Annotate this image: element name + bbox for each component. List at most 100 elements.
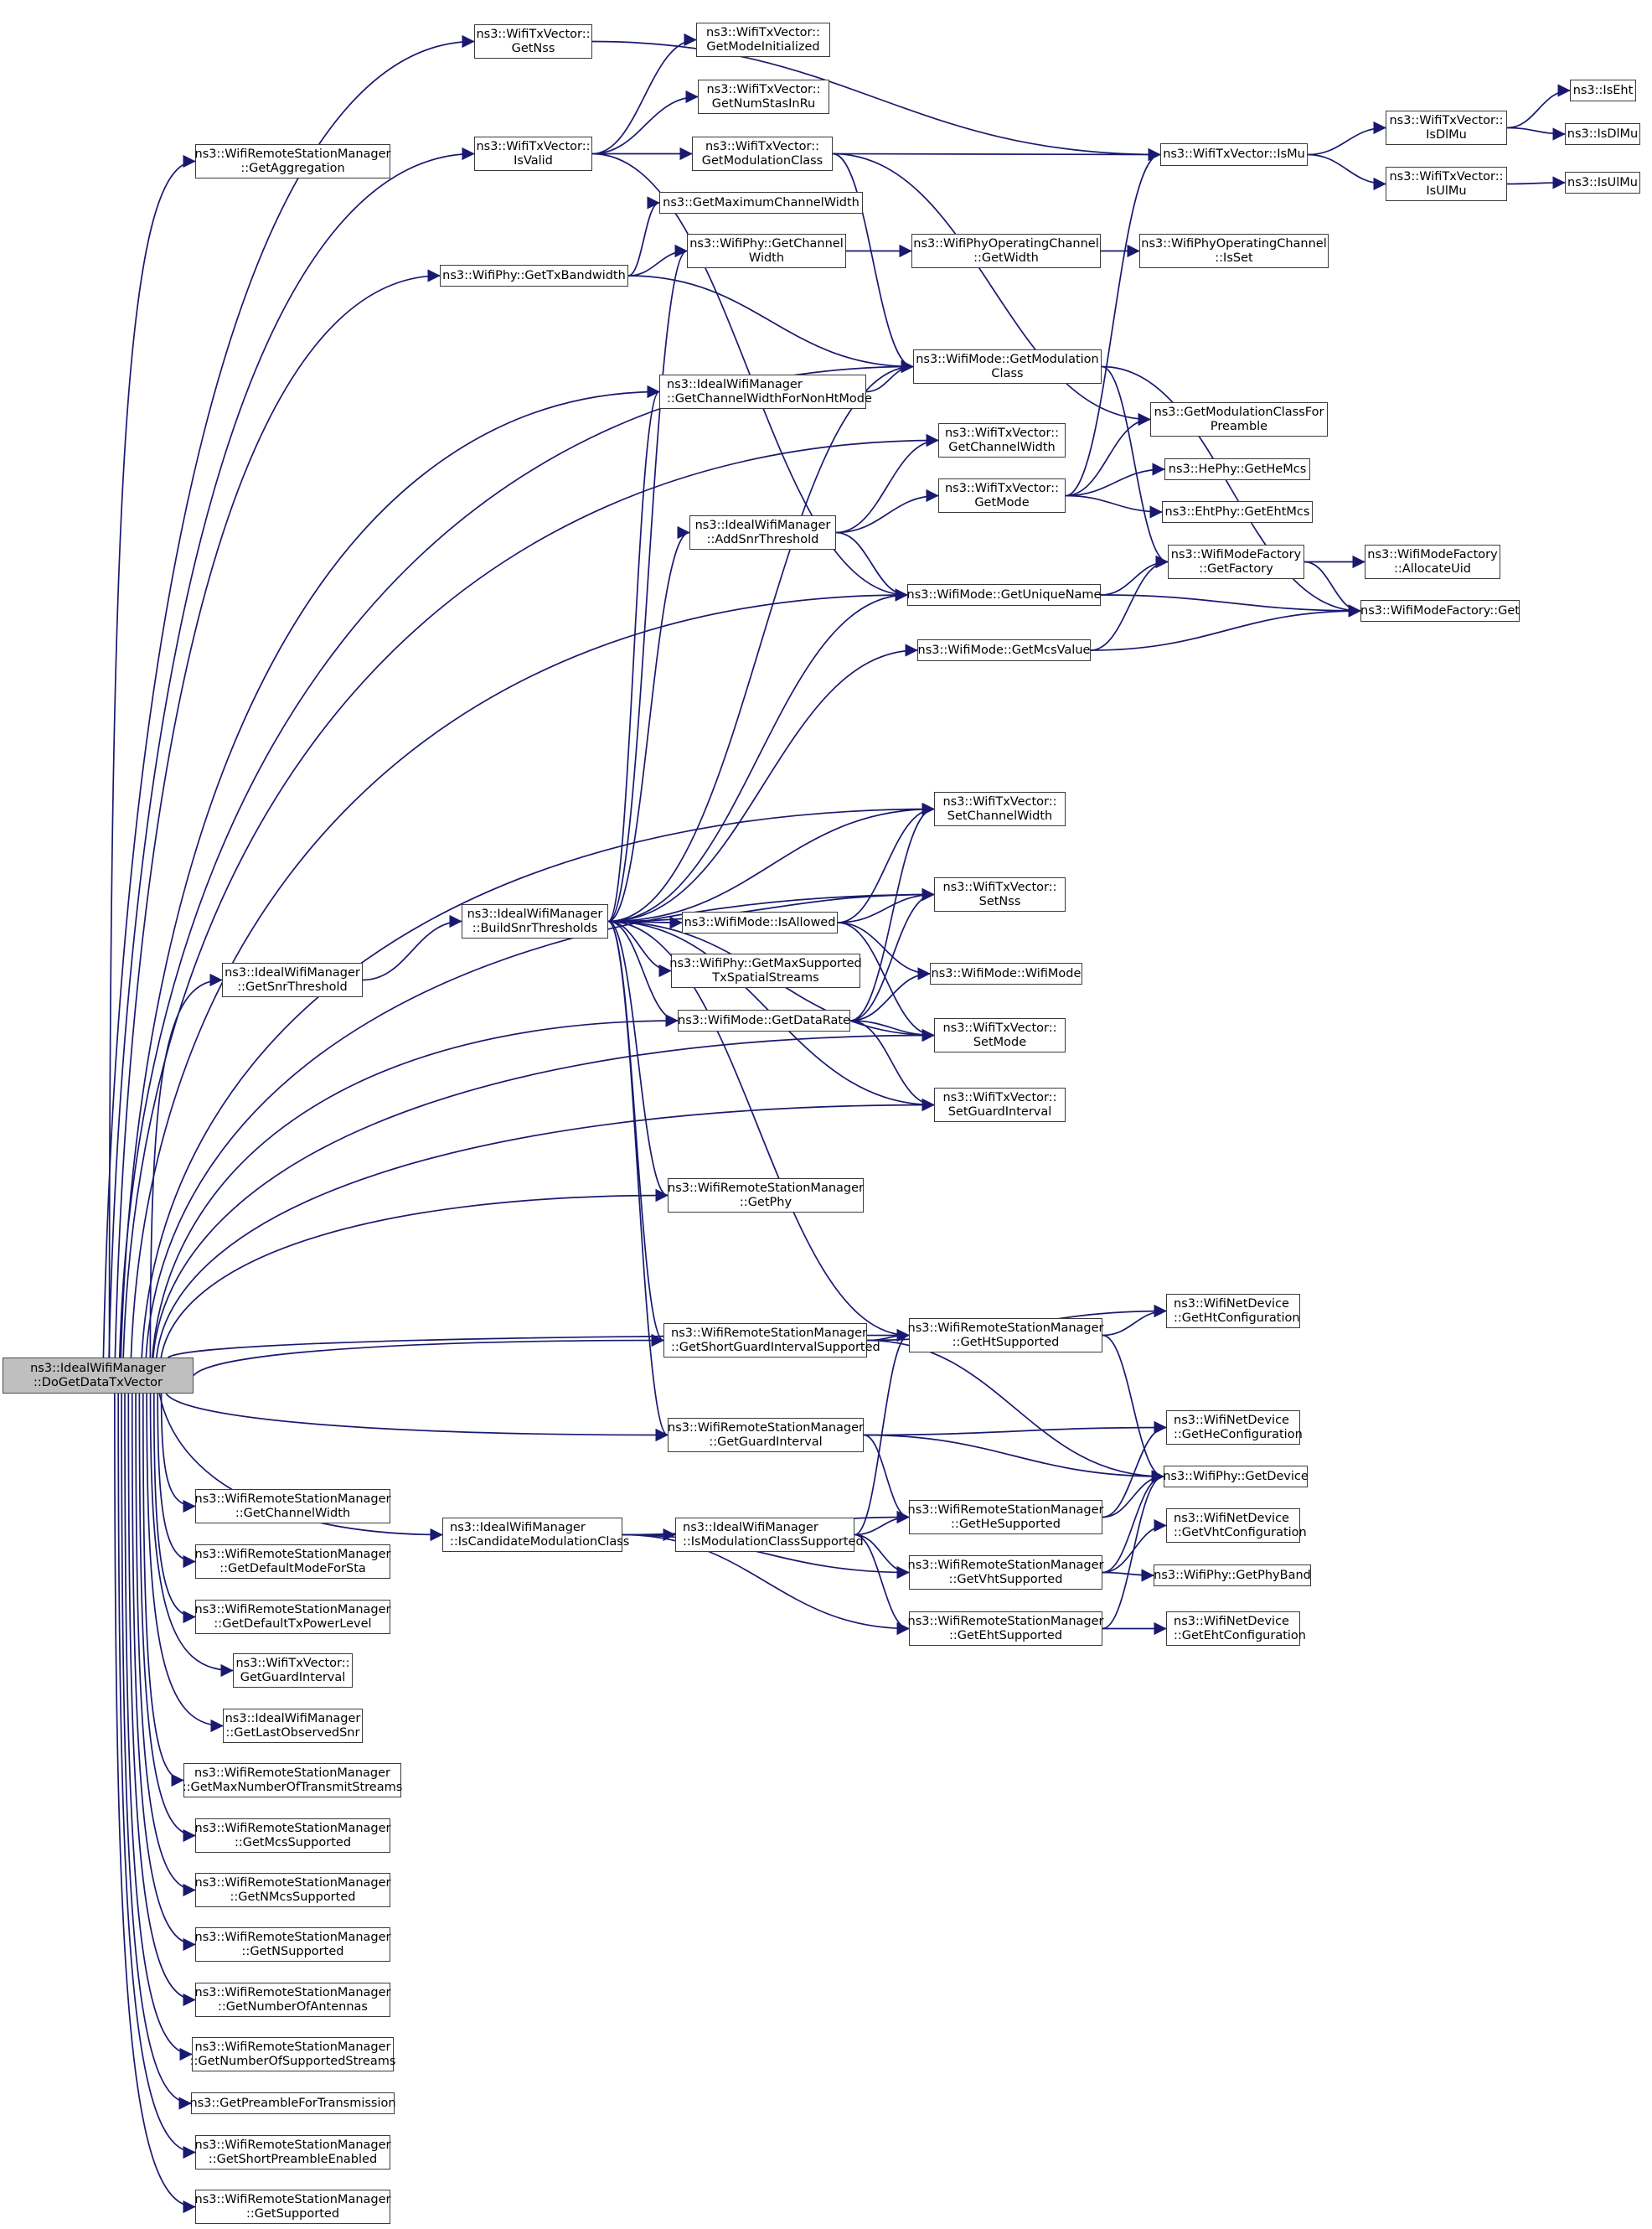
node-label-line: ns3::WifiTxVector:: xyxy=(1389,113,1504,127)
node-txv-getchannelwidth[interactable]: ns3::WifiTxVector::GetChannelWidth xyxy=(938,423,1066,458)
node-rsm-getnmcssupported[interactable]: ns3::WifiRemoteStationManager::GetNMcsSu… xyxy=(195,1873,391,1907)
node-txv-isdlmu[interactable]: ns3::WifiTxVector::IsDlMu xyxy=(1386,111,1507,145)
node-rsm-getguardinterval[interactable]: ns3::WifiRemoteStationManager::GetGuardI… xyxy=(668,1418,864,1452)
node-rsm-getsupported[interactable]: ns3::WifiRemoteStationManager::GetSuppor… xyxy=(195,2190,391,2224)
node-iwm-getlastobservedsnr[interactable]: ns3::IdealWifiManager::GetLastObservedSn… xyxy=(223,1709,363,1743)
node-rsm-getehtsupported[interactable]: ns3::WifiRemoteStationManager::GetEhtSup… xyxy=(908,1611,1104,1646)
node-wmf-get[interactable]: ns3::WifiModeFactory::Get xyxy=(1360,600,1520,622)
node-label-line: ::GetDefaultModeForSta xyxy=(219,1561,366,1575)
node-label-line: ::GetShortPreambleEnabled xyxy=(208,2152,378,2166)
node-nd-gethecconfiguration[interactable]: ns3::WifiNetDevice::GetHeConfiguration xyxy=(1166,1410,1303,1445)
node-wmf-getfactory[interactable]: ns3::WifiModeFactory::GetFactory xyxy=(1168,545,1304,579)
node-mode-getuniquename[interactable]: ns3::WifiMode::GetUniqueName xyxy=(907,584,1101,606)
node-mode-getmcsvalue[interactable]: ns3::WifiMode::GetMcsValue xyxy=(917,639,1091,661)
node-label-line: GetMode xyxy=(974,495,1030,509)
edge-rsm-getehtsupported-to-phy-getdevice xyxy=(1102,1470,1164,1630)
node-nd-getehtconfiguration[interactable]: ns3::WifiNetDevice::GetEhtConfiguration xyxy=(1166,1611,1306,1646)
node-rsm-getchannelwidth[interactable]: ns3::WifiRemoteStationManager::GetChanne… xyxy=(195,1489,391,1523)
node-rsm-gethesupported[interactable]: ns3::WifiRemoteStationManager::GetHeSupp… xyxy=(908,1500,1104,1534)
node-txv-getmodulationclass[interactable]: ns3::WifiTxVector::GetModulationClass xyxy=(692,137,833,171)
node-txv-setguardinterval[interactable]: ns3::WifiTxVector::SetGuardInterval xyxy=(934,1088,1066,1122)
node-isulmu[interactable]: ns3::IsUlMu xyxy=(1565,172,1640,194)
node-mode-getdatarate[interactable]: ns3::WifiMode::GetDataRate xyxy=(678,1010,850,1032)
node-getpreamblefortransmission[interactable]: ns3::GetPreambleForTransmission xyxy=(189,2092,396,2114)
node-rsm-getshortguardintervalsupported[interactable]: ns3::WifiRemoteStationManager::GetShortG… xyxy=(663,1323,880,1358)
node-label-line: GetNumStasInRu xyxy=(711,96,816,111)
node-txv-getguardinterval[interactable]: ns3::WifiTxVector::GetGuardInterval xyxy=(233,1653,353,1688)
node-rsm-getnumberofantennas[interactable]: ns3::WifiRemoteStationManager::GetNumber… xyxy=(195,1983,391,2017)
node-txv-getmodeinitialized[interactable]: ns3::WifiTxVector::GetModeInitialized xyxy=(696,23,830,57)
edge-mode-getmodulationclass-to-wmf-get xyxy=(1101,365,1361,618)
edge-txv-ismu-to-txv-isdlmu xyxy=(1307,121,1386,156)
node-label-line: ::GetMcsSupported xyxy=(234,1835,352,1849)
node-phy-getdevice[interactable]: ns3::WifiPhy::GetDevice xyxy=(1163,1466,1309,1487)
node-rsm-getmcssupported[interactable]: ns3::WifiRemoteStationManager::GetMcsSup… xyxy=(195,1818,391,1853)
node-rsm-getnumberofsupportedstreams[interactable]: ns3::WifiRemoteStationManager::GetNumber… xyxy=(190,2037,395,2071)
node-phy-getphyband[interactable]: ns3::WifiPhy::GetPhyBand xyxy=(1154,1564,1311,1586)
node-txv-getnss[interactable]: ns3::WifiTxVector::GetNss xyxy=(474,24,592,59)
node-rsm-getmaxnumberoftransmitstreams[interactable]: ns3::WifiRemoteStationManager::GetMaxNum… xyxy=(183,1763,402,1797)
node-mode-isallowed[interactable]: ns3::WifiMode::IsAllowed xyxy=(682,912,838,933)
node-iseht[interactable]: ns3::IsEht xyxy=(1570,80,1636,101)
edge-mode-getdatarate-to-txv-setmode xyxy=(849,1020,935,1042)
node-rsm-getnsupported[interactable]: ns3::WifiRemoteStationManager::GetNSuppo… xyxy=(195,1927,391,1962)
node-label-line: ns3::WifiPhy::GetPhyBand xyxy=(1154,1568,1311,1582)
node-label-line: ns3::WifiRemoteStationManager xyxy=(194,2138,391,2152)
node-txv-isvalid[interactable]: ns3::WifiTxVector::IsValid xyxy=(474,137,592,171)
node-iwm-getchannelwidthfornonhtmode[interactable]: ns3::IdealWifiManager::GetChannelWidthFo… xyxy=(659,375,872,409)
node-rsm-getphy[interactable]: ns3::WifiRemoteStationManager::GetPhy xyxy=(668,1178,864,1213)
node-hephy-gethemcs[interactable]: ns3::HePhy::GetHeMcs xyxy=(1164,458,1310,480)
node-iwm-addsnrthreshold[interactable]: ns3::IdealWifiManager::AddSnrThreshold xyxy=(689,515,836,550)
edge-iwm-getsnrthreshold-to-iwm-buildsnrthresholds xyxy=(362,914,462,981)
node-rsm-getaggregation[interactable]: ns3::WifiRemoteStationManager::GetAggreg… xyxy=(195,144,391,178)
node-wmf-allocateuid[interactable]: ns3::WifiModeFactory::AllocateUid xyxy=(1365,545,1500,579)
node-iwm-iscandidatemodulationclass[interactable]: ns3::IdealWifiManager::IsCandidateModula… xyxy=(442,1518,629,1552)
node-label-line: ns3::WifiModeFactory xyxy=(1170,547,1302,561)
node-label-line: ns3::WifiTxVector:: xyxy=(235,1656,350,1670)
node-rsm-getdefaultmodeforsta[interactable]: ns3::WifiRemoteStationManager::GetDefaul… xyxy=(195,1544,391,1579)
edge-mode-getmodulationclass-to-wmf-getfactory xyxy=(1101,365,1169,569)
node-label-line: ::GetChannelWidth xyxy=(235,1506,351,1520)
node-opch-isset[interactable]: ns3::WifiPhyOperatingChannel::IsSet xyxy=(1139,234,1329,268)
node-txv-setchannelwidth[interactable]: ns3::WifiTxVector::SetChannelWidth xyxy=(934,792,1066,826)
node-label-line: ::BuildSnrThresholds xyxy=(472,921,598,935)
node-iwm-ismodulationclasssupported[interactable]: ns3::IdealWifiManager::IsModulationClass… xyxy=(675,1518,864,1552)
node-label-line: ns3::WifiMode::GetUniqueName xyxy=(906,587,1102,602)
node-label-line: ns3::WifiRemoteStationManager xyxy=(194,2040,391,2054)
node-rsm-getshortpreambleenabled[interactable]: ns3::WifiRemoteStationManager::GetShortP… xyxy=(194,2135,391,2170)
node-label-line: ns3::GetMaximumChannelWidth xyxy=(663,195,860,209)
edge-mode-isallowed-to-txv-setchannelwidth xyxy=(837,802,935,923)
node-txv-ismu[interactable]: ns3::WifiTxVector::IsMu xyxy=(1160,143,1308,166)
node-nd-gethtconfiguration[interactable]: ns3::WifiNetDevice::GetHtConfiguration xyxy=(1166,1294,1300,1328)
node-getmaximumchannelwidth[interactable]: ns3::GetMaximumChannelWidth xyxy=(659,192,863,214)
node-opch-getwidth[interactable]: ns3::WifiPhyOperatingChannel::GetWidth xyxy=(911,234,1101,268)
edge-iwm-buildsnrthresholds-to-rsm-getshortguardintervalsupported xyxy=(607,920,664,1347)
edge-txv-getmode-to-ehtphy-getehtmcs xyxy=(1065,494,1163,519)
edge-txv-getmodulationclass-to-mode-getmodulationclass xyxy=(832,153,914,374)
node-rsm-getdefaulttxpowerlevel[interactable]: ns3::WifiRemoteStationManager::GetDefaul… xyxy=(195,1600,391,1634)
node-rsm-gethtsupported[interactable]: ns3::WifiRemoteStationManager::GetHtSupp… xyxy=(908,1318,1104,1352)
node-txv-setnss[interactable]: ns3::WifiTxVector::SetNss xyxy=(934,877,1066,912)
node-nd-getvhtconfiguration[interactable]: ns3::WifiNetDevice::GetVhtConfiguration xyxy=(1166,1508,1307,1543)
edge-txv-isvalid-to-mode-getuniquename xyxy=(591,153,908,602)
node-label-line: ns3::IdealWifiManager xyxy=(30,1361,166,1375)
edge-iwm-buildsnrthresholds-to-iwm-addsnrthreshold xyxy=(607,526,690,923)
node-rsm-getvhtsupported[interactable]: ns3::WifiRemoteStationManager::GetVhtSup… xyxy=(908,1555,1104,1590)
node-txv-getmode[interactable]: ns3::WifiTxVector::GetMode xyxy=(938,478,1066,513)
edge-iwm-iscandidatemodulationclass-to-rsm-getehtsupported xyxy=(622,1533,910,1636)
node-mode-wifimode[interactable]: ns3::WifiMode::WifiMode xyxy=(930,963,1082,985)
node-ehtphy-getehtmcs[interactable]: ns3::EhtPhy::GetEhtMcs xyxy=(1162,501,1313,523)
node-iwm-buildsnrthresholds[interactable]: ns3::IdealWifiManager::BuildSnrThreshold… xyxy=(462,904,608,939)
node-txv-setmode[interactable]: ns3::WifiTxVector::SetMode xyxy=(934,1018,1066,1052)
node-isdlmu[interactable]: ns3::IsDlMu xyxy=(1565,123,1640,145)
node-label-line: ::GetAggregation xyxy=(240,161,345,175)
node-phy-gettxbandwidth[interactable]: ns3::WifiPhy::GetTxBandwidth xyxy=(440,265,628,287)
node-txv-isulmu[interactable]: ns3::WifiTxVector::IsUlMu xyxy=(1386,167,1507,201)
node-iwm-getsnrthreshold[interactable]: ns3::IdealWifiManager::GetSnrThreshold xyxy=(222,963,363,997)
node-label-line: ns3::WifiPhy::GetTxBandwidth xyxy=(442,268,626,282)
node-txv-getnumstasinru[interactable]: ns3::WifiTxVector::GetNumStasInRu xyxy=(698,80,829,114)
